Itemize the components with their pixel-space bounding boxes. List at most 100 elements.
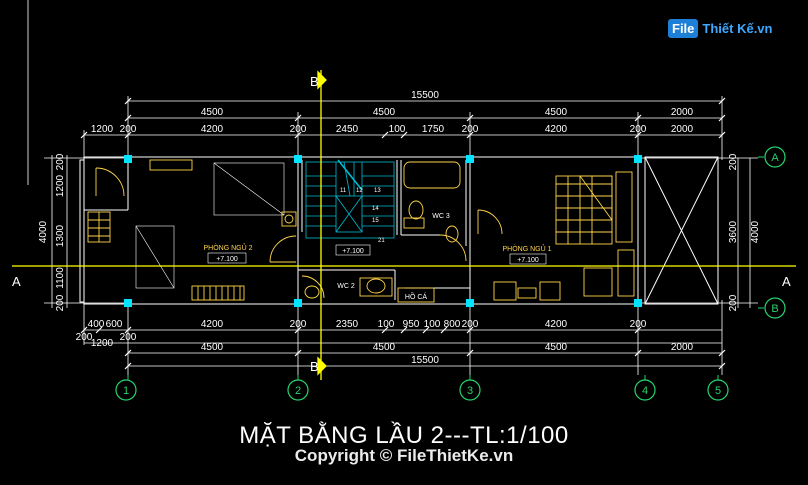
grid-bubble-1 — [115, 379, 137, 401]
svg-text:4500: 4500 — [545, 107, 568, 118]
level-bed2: +7.100 — [216, 256, 238, 263]
svg-text:200: 200 — [630, 124, 647, 135]
svg-text:15500: 15500 — [411, 355, 439, 366]
room-labels: PHÒNG NGỦ 2 +7.100 PHÒNG NGỦ 1 +7.100 +7… — [203, 213, 551, 301]
grid-bubble-3 — [459, 379, 481, 401]
svg-text:1200: 1200 — [91, 338, 114, 349]
svg-text:200: 200 — [630, 319, 647, 330]
columns — [124, 155, 642, 307]
room-name-wc3: WC 3 — [432, 213, 450, 220]
svg-text:200: 200 — [55, 294, 66, 311]
dimension-ticks — [80, 97, 726, 370]
furniture — [87, 159, 635, 303]
column — [294, 299, 302, 307]
svg-text:100: 100 — [389, 124, 406, 135]
grid-label: 3 — [467, 385, 473, 397]
svg-text:14: 14 — [372, 206, 379, 212]
column — [634, 155, 642, 163]
grid-label: 1 — [123, 385, 129, 397]
level-stair: +7.100 — [342, 248, 364, 255]
copyright-watermark: Copyright © FileThietKe.vn — [294, 446, 514, 465]
grid-label: 2 — [295, 385, 301, 397]
dimension-lines — [44, 96, 758, 375]
logo-badge: File — [668, 18, 699, 38]
svg-text:4500: 4500 — [373, 342, 396, 353]
svg-text:4200: 4200 — [201, 124, 224, 135]
grid-bubbles: 1 2 3 4 5 A B — [115, 146, 786, 401]
dimension-text: 15500 4500 4500 4500 2000 1200 200 4200 … — [76, 90, 694, 366]
svg-text:4200: 4200 — [545, 319, 568, 330]
svg-text:12: 12 — [356, 188, 363, 194]
column — [294, 155, 302, 163]
grid-label: A — [771, 152, 779, 164]
svg-text:4500: 4500 — [373, 107, 396, 118]
svg-text:1200: 1200 — [91, 124, 114, 135]
room-name-bed1: PHÒNG NGỦ 1 — [502, 244, 551, 253]
svg-text:2000: 2000 — [671, 124, 694, 135]
grid-label: 5 — [715, 385, 721, 397]
svg-text:21: 21 — [378, 238, 385, 244]
svg-text:200: 200 — [290, 319, 307, 330]
grid-label: 4 — [642, 385, 648, 397]
ceiling-hatch — [135, 162, 285, 289]
svg-text:4500: 4500 — [545, 342, 568, 353]
section-label-left: A — [12, 274, 21, 289]
svg-text:800: 800 — [444, 319, 461, 330]
svg-text:13: 13 — [374, 188, 381, 194]
svg-text:15500: 15500 — [411, 90, 439, 101]
grid-bubble-b — [764, 297, 786, 319]
grid-lines — [127, 156, 764, 380]
svg-text:2000: 2000 — [671, 107, 694, 118]
logo-text: Thiết Kế.vn — [702, 20, 773, 36]
staircase — [305, 159, 395, 239]
grid-bubble-a — [764, 146, 786, 168]
svg-text:4200: 4200 — [545, 124, 568, 135]
svg-text:1100: 1100 — [55, 267, 66, 289]
svg-text:1750: 1750 — [422, 124, 445, 135]
brand-logo: File Thiết Kế.vn — [668, 14, 792, 42]
room-name-wc2: WC 2 — [337, 283, 355, 290]
svg-text:200: 200 — [728, 153, 739, 170]
svg-text:3600: 3600 — [728, 220, 739, 243]
svg-text:4500: 4500 — [201, 107, 224, 118]
column — [124, 299, 132, 307]
svg-text:400: 400 — [88, 319, 105, 330]
svg-text:200: 200 — [76, 332, 93, 343]
svg-text:2000: 2000 — [671, 342, 694, 353]
svg-text:200: 200 — [462, 319, 479, 330]
section-label-bottom: B — [310, 359, 319, 374]
column — [124, 155, 132, 163]
svg-text:1300: 1300 — [55, 224, 66, 247]
section-lines — [12, 70, 796, 380]
drawing-title: MẶT BẰNG LẦU 2---TL:1/100 — [239, 422, 569, 449]
svg-text:4000: 4000 — [38, 220, 49, 243]
section-label-top: B — [310, 74, 319, 89]
svg-text:100: 100 — [378, 319, 395, 330]
section-label-right: A — [782, 274, 791, 289]
svg-text:11: 11 — [340, 188, 347, 194]
column — [466, 155, 474, 163]
level-bed1: +7.100 — [517, 257, 539, 264]
svg-text:200: 200 — [462, 124, 479, 135]
svg-text:15: 15 — [372, 218, 379, 224]
svg-text:2450: 2450 — [336, 124, 359, 135]
column — [466, 299, 474, 307]
svg-text:1200: 1200 — [55, 174, 66, 197]
svg-text:600: 600 — [106, 319, 123, 330]
svg-text:200: 200 — [728, 294, 739, 311]
svg-text:4500: 4500 — [201, 342, 224, 353]
svg-text:200: 200 — [120, 332, 137, 343]
svg-text:200: 200 — [55, 153, 66, 170]
svg-text:100: 100 — [424, 319, 441, 330]
dimension-text-vertical: 200 1200 1300 1100 200 4000 200 3600 200… — [38, 153, 761, 311]
svg-text:950: 950 — [403, 319, 420, 330]
svg-text:200: 200 — [290, 124, 307, 135]
stair-numbers: 11 12 13 14 15 21 — [340, 188, 385, 244]
svg-text:4200: 4200 — [201, 319, 224, 330]
room-name-pond: HỒ CÁ — [405, 291, 428, 301]
column — [634, 299, 642, 307]
grid-bubble-4 — [634, 379, 656, 401]
grid-bubble-2 — [287, 379, 309, 401]
